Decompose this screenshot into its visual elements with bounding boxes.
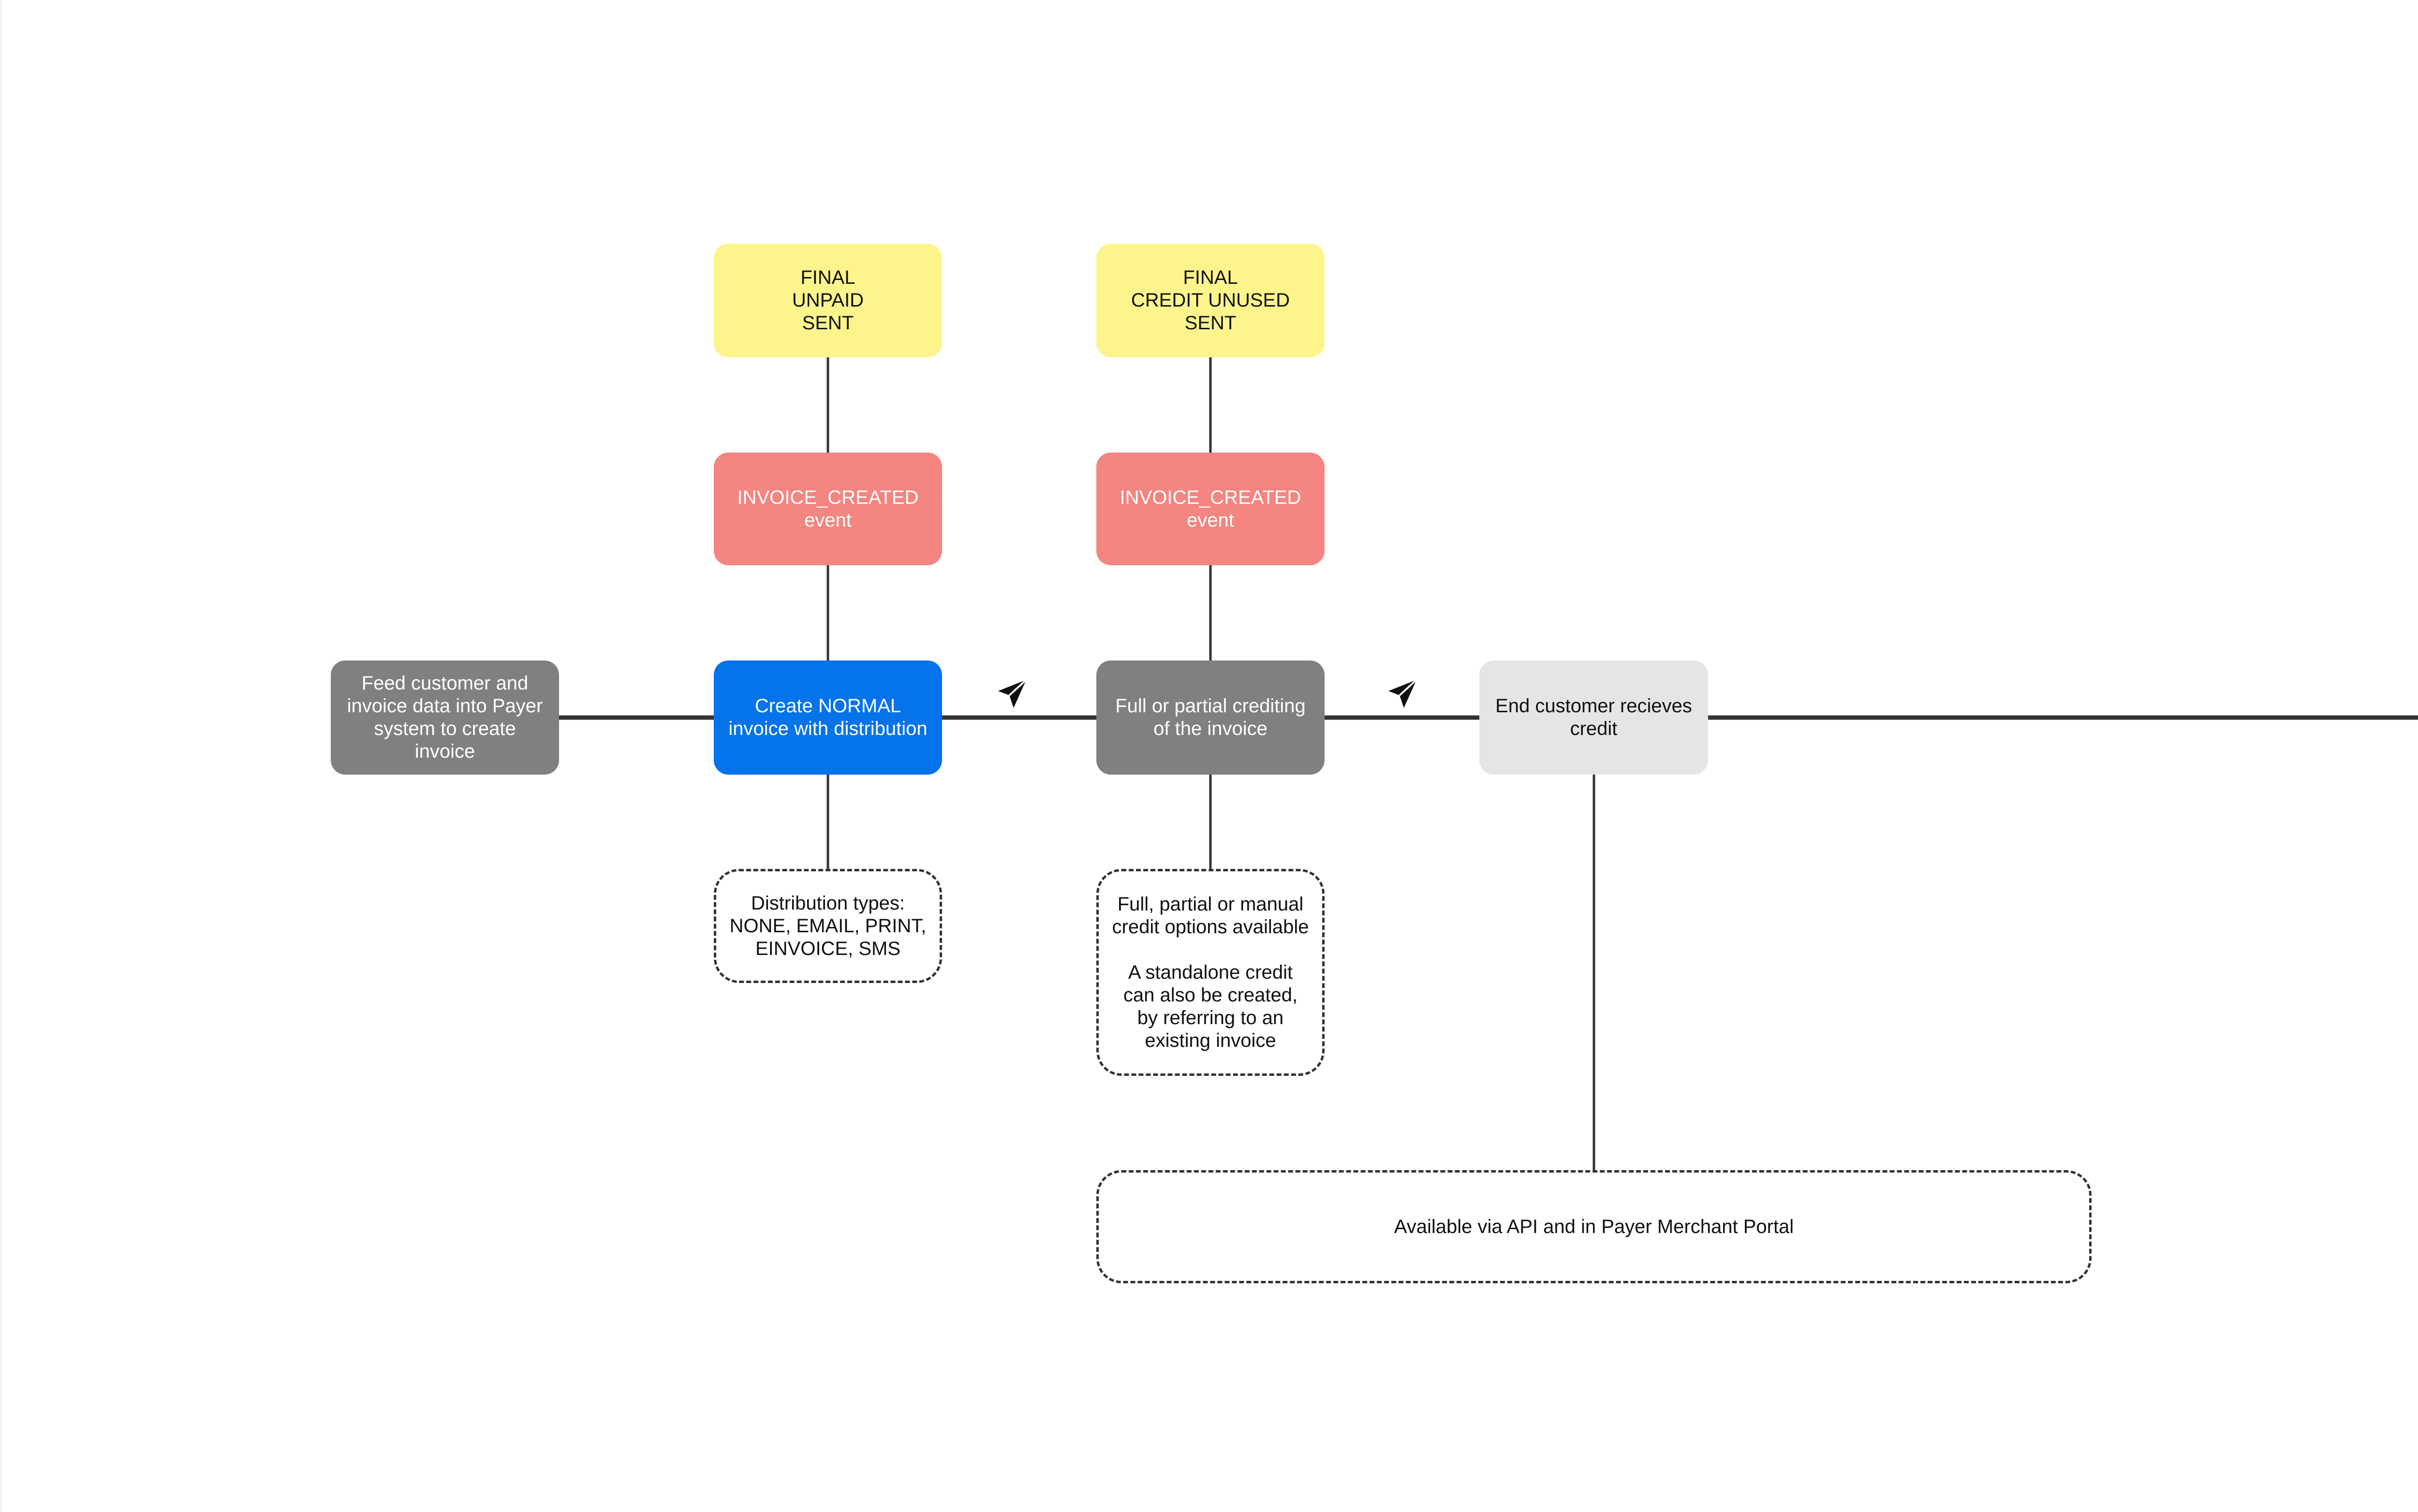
step-label-crediting: Full or partial crediting of the invoice — [1115, 695, 1306, 739]
state-box-credit-invoice: FINAL CREDIT UNUSED SENT — [1096, 244, 1325, 357]
step-crediting: Full or partial crediting of the invoice — [1096, 661, 1325, 775]
step-label-create-normal-invoice: Create NORMAL invoice with distribution — [728, 695, 928, 739]
canvas-left-edge — [0, 0, 1, 1512]
step-create-normal-invoice: Create NORMAL invoice with distribution — [714, 661, 942, 775]
step-customer-receives-credit: End customer recieves credit — [1479, 661, 1708, 775]
state-label-credit-invoice: FINAL CREDIT UNUSED SENT — [1131, 267, 1290, 334]
step-label-customer-receives-credit: End customer recieves credit — [1495, 695, 1692, 739]
event-label-credit-invoice: INVOICE_CREATED event — [1120, 486, 1301, 531]
note-credit-options: Full, partial or manual credit options a… — [1096, 869, 1325, 1076]
note-label-availability: Available via API and in Payer Merchant … — [1394, 1216, 1794, 1237]
event-box-normal-invoice: INVOICE_CREATED event — [714, 453, 942, 565]
note-distribution-types: Distribution types: NONE, EMAIL, PRINT, … — [714, 869, 942, 983]
paper-plane-icon — [1388, 679, 1417, 708]
state-box-normal-invoice: FINAL UNPAID SENT — [714, 244, 942, 357]
step-label-feed-data: Feed customer and invoice data into Paye… — [347, 673, 543, 762]
note-availability: Available via API and in Payer Merchant … — [1096, 1170, 2092, 1283]
state-label-normal-invoice: FINAL UNPAID SENT — [792, 267, 864, 334]
step-feed-data: Feed customer and invoice data into Paye… — [331, 661, 559, 775]
event-box-credit-invoice: INVOICE_CREATED event — [1096, 453, 1325, 565]
note-label-credit-options: Full, partial or manual credit options a… — [1112, 893, 1309, 1051]
event-label-normal-invoice: INVOICE_CREATED event — [737, 486, 919, 531]
paper-plane-icon — [998, 679, 1027, 708]
note-label-distribution-types: Distribution types: NONE, EMAIL, PRINT, … — [729, 892, 927, 959]
